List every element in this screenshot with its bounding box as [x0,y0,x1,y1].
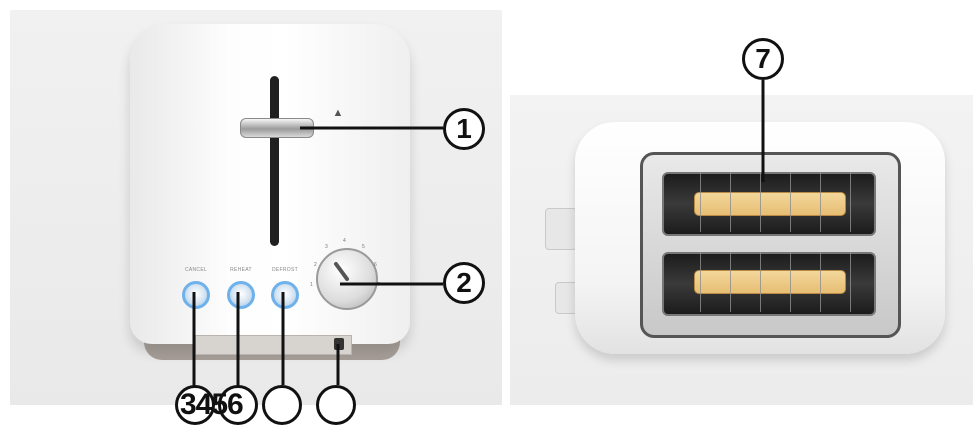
grill-wire [820,172,821,232]
cancel-button[interactable] [182,281,210,309]
reheat-button[interactable] [227,281,255,309]
reheat-label: REHEAT [230,267,252,273]
callout-2: 2 [443,262,485,304]
dial-mark: 6 [374,262,377,268]
callout-empty [316,385,356,425]
grill-wire [730,252,731,312]
callout-circle-3 [175,385,215,425]
cancel-label: CANCEL [184,267,208,273]
side-tab [545,208,577,250]
browning-dial[interactable] [316,248,378,310]
dial-mark: 1 [310,282,313,288]
lever-groove [270,76,279,246]
grill-wire [760,172,761,232]
dial-mark: 2 [314,262,317,268]
defrost-button[interactable] [271,281,299,309]
callout-6 [262,385,302,425]
grill-wire [730,172,731,232]
callout-group-3456: 3456 [180,388,244,421]
bagel-icon: ▲ [332,107,344,119]
dial-pointer-icon [334,262,349,281]
grill-wire [820,252,821,312]
grill-wire [700,172,701,232]
callout-circle-4 [218,385,258,425]
grill-wire [850,252,851,312]
callout-1: 1 [443,108,485,150]
grill-wire [850,172,851,232]
callout-7: 7 [742,38,784,80]
grill-wire [790,252,791,312]
grill-wire [700,252,701,312]
defrost-label: DEFROST [272,267,298,273]
dial-mark: 4 [343,238,346,244]
dial-mark: 5 [362,244,365,250]
grill-wire [790,172,791,232]
grill-wire [760,252,761,312]
dial-mark: 3 [325,244,328,250]
